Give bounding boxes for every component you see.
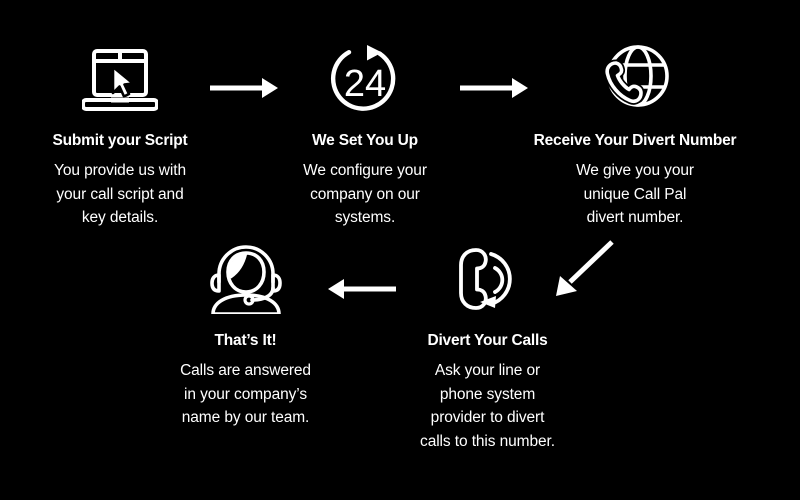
step-divert-your-calls: Divert Your Calls Ask your line or phone… — [370, 244, 605, 453]
step-title: Receive Your Divert Number — [533, 132, 737, 149]
call-divert-icon — [370, 244, 605, 314]
step-thats-it: That’s It! Calls are answered in your co… — [128, 244, 363, 430]
headset-agent-icon — [128, 244, 363, 314]
twentyfour-label: 24 — [344, 63, 386, 105]
step-description: Calls are answered in your company’s nam… — [180, 362, 311, 426]
globe-phone-icon — [495, 44, 775, 114]
step-description: We give you your unique Call Pal divert … — [576, 162, 694, 226]
step-title: We Set You Up — [312, 132, 418, 149]
twentyfour-hour-icon: 24 — [245, 44, 485, 114]
arrow-step2-to-step3-icon — [458, 74, 530, 102]
step-description: You provide us with your call script and… — [54, 162, 186, 226]
step-description: Ask your line or phone system provider t… — [420, 362, 555, 450]
step-we-set-you-up: 24 We Set You Up We configure your compa… — [245, 44, 485, 230]
laptop-cursor-icon — [0, 44, 240, 114]
step-receive-your-divert-number: Receive Your Divert Number We give you y… — [495, 44, 775, 230]
arrow-step1-to-step2-icon — [208, 74, 280, 102]
arrow-step3-to-step4-icon — [550, 238, 620, 302]
step-title: Submit your Script — [52, 132, 188, 149]
step-description: We configure your company on our systems… — [303, 162, 427, 226]
step-submit-your-script: Submit your Script You provide us with y… — [0, 44, 240, 230]
arrow-step4-to-step5-icon — [322, 275, 398, 303]
step-title: That’s It! — [214, 332, 277, 349]
step-title: Divert Your Calls — [427, 332, 548, 349]
